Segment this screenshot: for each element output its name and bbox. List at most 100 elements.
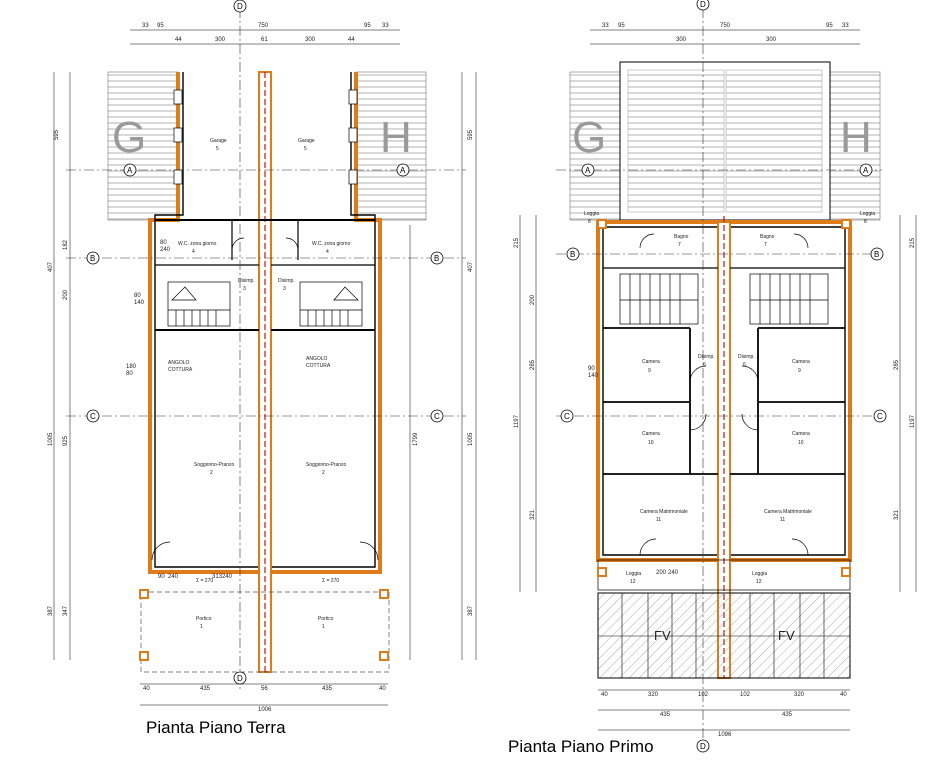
- room-loggia-bottom-left-no: 12: [630, 579, 636, 585]
- window-label-4: 140: [134, 300, 145, 306]
- dim-f-top2-2: 300: [676, 37, 687, 43]
- roof-left: [569, 71, 621, 221]
- dim-f-bottom-7: 40: [840, 692, 847, 698]
- axis-c-right-ground: C: [434, 412, 440, 421]
- unit-label-g-ground: G: [112, 113, 146, 162]
- axis-d-top-first: D: [700, 0, 706, 9]
- room-camera-a-left-no: 9: [648, 368, 651, 374]
- room-soggiorno-right-no: 2: [322, 470, 325, 476]
- unit-label-h-first: H: [840, 113, 872, 162]
- unit-label-h-ground: H: [380, 113, 412, 162]
- dim-f-bottom-2: 320: [648, 692, 659, 698]
- room-bagno-left-no: 7: [678, 242, 681, 248]
- room-matrimoniale-left: Camera Matrimoniale: [640, 509, 688, 515]
- dim-g-top2-3: 61: [261, 37, 268, 43]
- room-angolo-left: ANGOLO: [168, 360, 190, 366]
- unit-label-g-first: G: [572, 113, 606, 162]
- axis-b-right-first: B: [874, 250, 879, 259]
- dim-g-top2-4: 300: [305, 37, 316, 43]
- dim-g-right-8: 1799: [413, 432, 419, 446]
- stair-left: [167, 281, 231, 327]
- room-portico-right: Portico: [318, 616, 334, 622]
- axis-b-right-ground: B: [434, 254, 439, 263]
- room-wc-right: W.C. zona giorno: [312, 241, 351, 247]
- dim-f-top-2: 95: [618, 23, 625, 29]
- dim-g-left-4: 182: [63, 239, 69, 250]
- dim-f-bottom-1: 40: [601, 692, 608, 698]
- room-matrimoniale-right-no: 11: [780, 517, 785, 523]
- room-wc-left-no: 4: [192, 249, 195, 255]
- room-disimp-right-no: 3: [283, 286, 286, 292]
- room-loggia-bottom-right-no: 12: [756, 579, 762, 585]
- axis-a-left-ground: A: [127, 166, 133, 175]
- caption-first-floor: Pianta Piano Primo: [508, 737, 654, 756]
- dim-g-left-3: 407: [48, 261, 54, 272]
- room-disimp-left: Disimp.: [238, 278, 255, 284]
- room-garage-left-no: 5: [216, 146, 219, 152]
- dim-g-top-5: 33: [382, 23, 389, 29]
- dim-f-left-6: 285: [530, 359, 536, 370]
- dim-f-right-6: 1197: [910, 414, 916, 428]
- window-label-6: 80: [126, 371, 133, 377]
- room-disimp-first-right: Disimp.: [738, 354, 755, 360]
- room-camera-b-right-no: 10: [798, 440, 804, 446]
- window-label-10: 240: [222, 574, 233, 580]
- window-label-12: 140: [588, 373, 599, 379]
- dim-g-top2-1: 44: [175, 37, 182, 43]
- dim-g-right-11: 387: [468, 605, 474, 616]
- fv-label-right: FV: [778, 628, 795, 643]
- axis-a-left-first: A: [585, 166, 591, 175]
- room-angolo-right: ANGOLO: [306, 356, 328, 362]
- room-disimp-first-left: Disimp.: [698, 354, 715, 360]
- dim-f-top-4: 95: [826, 23, 833, 29]
- dim-f-left-9: 321: [530, 509, 536, 520]
- dim-g-top2-2: 300: [215, 37, 226, 43]
- axis-a-right-first: A: [863, 166, 869, 175]
- room-disimp-first-left-no: 6: [703, 362, 706, 368]
- dim-g-total: 1006: [258, 707, 272, 713]
- room-camera-a-right: Camera: [792, 359, 810, 365]
- window-label-2: 240: [160, 247, 171, 253]
- yard-left-g: [107, 71, 179, 221]
- dim-f-top-5: 33: [842, 23, 849, 29]
- axis-d-bottom-ground: D: [237, 674, 243, 683]
- solar-panels: [597, 592, 851, 679]
- axis-c-left-first: C: [564, 412, 570, 421]
- room-camera-b-right: Camera: [792, 431, 810, 437]
- window-label-7: 90: [158, 574, 165, 580]
- roof-right: [829, 71, 881, 221]
- room-wc-right-no: 4: [326, 249, 329, 255]
- dim-f-top-3: 750: [720, 23, 731, 29]
- room-garage-right: Garage: [298, 138, 315, 144]
- room-bagno-right: Bagno: [760, 234, 775, 240]
- dim-g-left-8: 1005: [48, 432, 54, 446]
- dim-f-bottom-3: 102: [698, 692, 709, 698]
- room-soggiorno-left: Soggiorno-Pranzo: [194, 462, 235, 468]
- window-label-14: 240: [668, 570, 679, 576]
- room-bagno-left: Bagno: [674, 234, 689, 240]
- room-camera-b-left: Camera: [642, 431, 660, 437]
- dim-f-left-2: 215: [514, 237, 520, 248]
- dim-g-top-2: 95: [157, 23, 164, 29]
- room-soggiorno-left-no: 2: [210, 470, 213, 476]
- dim-g-right-1: 595: [468, 129, 474, 140]
- room-wc-left: W.C. zona giorno: [178, 241, 217, 247]
- dim-f-left-5: 200: [530, 294, 536, 305]
- stair-right: [299, 281, 363, 327]
- axis-c-left-ground: C: [90, 412, 96, 421]
- room-portico-left-no: 1: [200, 624, 203, 630]
- room-portico-right-no: 1: [322, 624, 325, 630]
- room-garage-right-no: 5: [304, 146, 307, 152]
- room-camera-a-right-no: 9: [798, 368, 801, 374]
- dim-g-bottom-4: 435: [322, 686, 333, 692]
- dim-g-bottom-3: 56: [261, 686, 268, 692]
- dim-g-top-4: 95: [364, 23, 371, 29]
- dim-f-bottom2-2: 435: [660, 712, 671, 718]
- dim-f-bottom2-4: 435: [782, 712, 793, 718]
- dim-g-bottom-2: 435: [200, 686, 211, 692]
- room-disimp-left-no: 3: [243, 286, 246, 292]
- caption-ground-floor: Pianta Piano Terra: [146, 718, 286, 737]
- room-matrimoniale-right: Camera Matrimoniale: [764, 509, 812, 515]
- dim-g-left-11: 347: [63, 605, 69, 616]
- yard-right-h: [355, 71, 427, 221]
